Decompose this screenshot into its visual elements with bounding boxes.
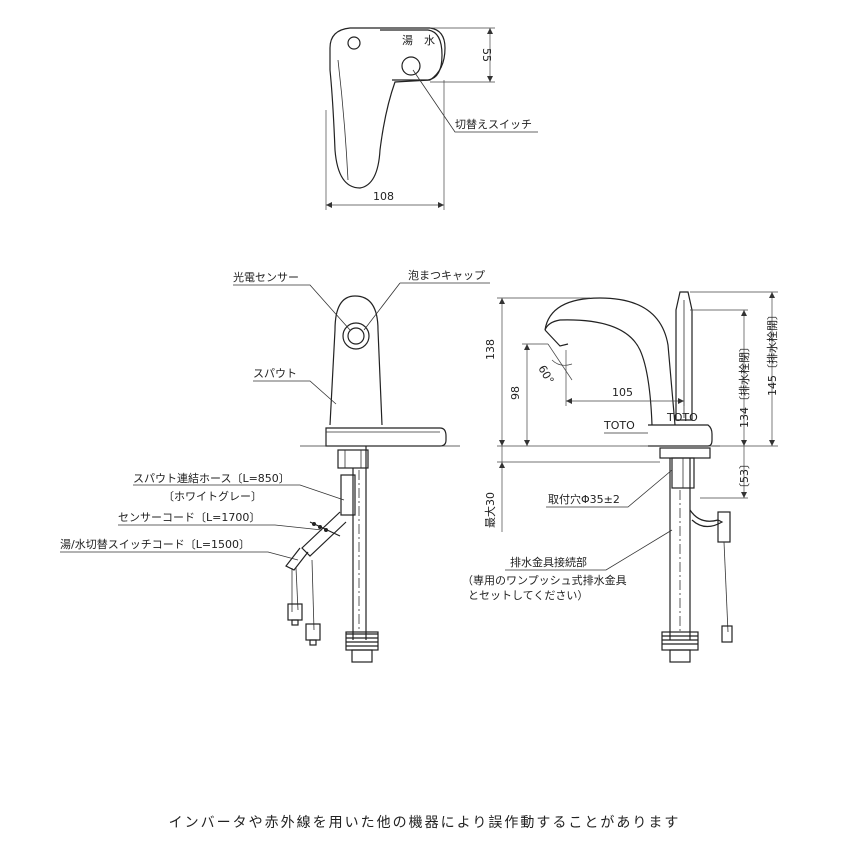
label-sensor-cord: センサーコード〔L=1700〕: [118, 511, 260, 524]
label-photo-sensor: 光電センサー: [233, 270, 299, 284]
label-switch-cord: 湯/水切替スイッチコード〔L=1500〕: [60, 537, 250, 551]
label-brand: TOTO: [603, 419, 635, 432]
label-spout: スパウト: [253, 367, 297, 380]
front-view: 光電センサー 泡まつキャップ スパウト スパウト連結ホース〔L=850〕 〔ホワ…: [60, 268, 490, 663]
dim-height-top: 55: [480, 48, 493, 62]
dim-145: 145〔排水栓開〕: [765, 309, 779, 396]
label-drain-joint: 排水金具接続部: [510, 555, 587, 569]
switch-marks: 湯 水: [402, 34, 435, 47]
top-view: 湯 水 切替えスイッチ 108 55: [325, 27, 538, 210]
label-hose-color: 〔ホワイトグレー〕: [163, 489, 262, 503]
label-mount-hole: 取付穴Φ35±2: [548, 492, 620, 506]
malfunction-notice: インバータや赤外線を用いた他の機器により誤作動することがあります: [168, 815, 681, 831]
dim-53: 〔53〕: [738, 458, 751, 494]
switch-label: 切替えスイッチ: [455, 117, 532, 131]
dim-width-top: 108: [373, 190, 394, 203]
side-view: TOTO 138 98 60°: [462, 291, 779, 663]
label-hose: スパウト連結ホース〔L=850〕: [133, 471, 290, 485]
dim-134: 134〔排水栓閉〕: [737, 341, 751, 428]
dim-105: 105: [612, 386, 633, 399]
dim-angle: 60°: [535, 363, 556, 386]
label-drain-note-2: とセットしてください）: [468, 589, 588, 602]
label-aerator-cap: 泡まつキャップ: [408, 268, 485, 282]
dim-98: 98: [509, 386, 522, 400]
label-drain-note-1: （専用のワンプッシュ式排水金具: [462, 573, 627, 587]
dim-138: 138: [484, 339, 497, 360]
brand-small: TOTO: [666, 411, 698, 424]
dim-max30: 最大30: [483, 492, 497, 528]
